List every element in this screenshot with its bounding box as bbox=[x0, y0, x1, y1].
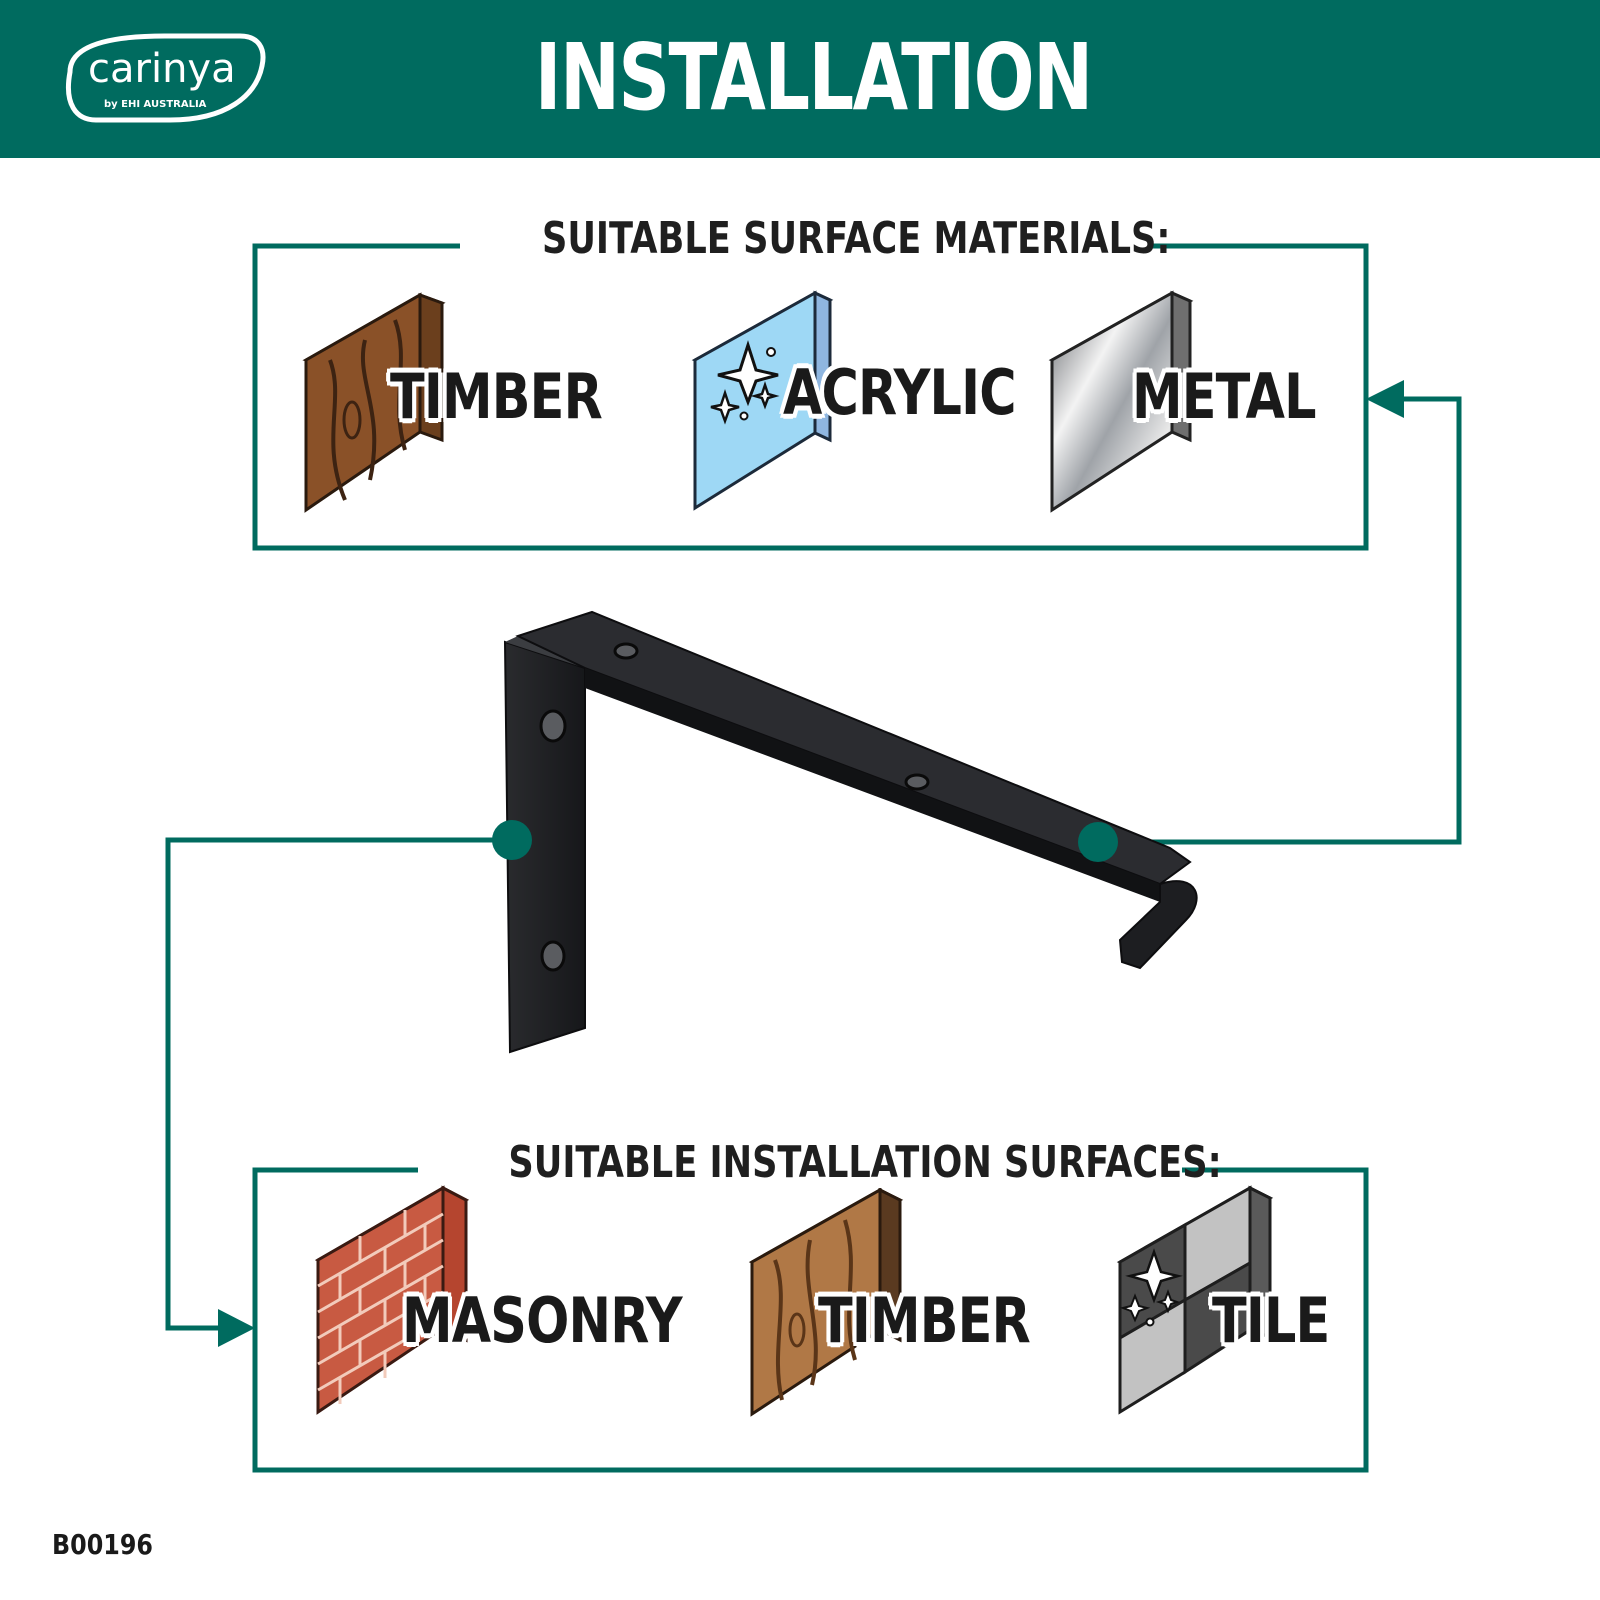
surface-label-masonry: MASONRY bbox=[402, 1284, 683, 1357]
arrowhead-materials bbox=[1366, 380, 1404, 418]
logo-subtext: by EHI AUSTRALIA bbox=[104, 99, 207, 110]
material-label-acrylic: ACRYLIC bbox=[783, 356, 1017, 429]
materials-heading: SUITABLE SURFACE MATERIALS: bbox=[530, 214, 1170, 264]
connector-dot-leg bbox=[492, 820, 532, 860]
surface-label-timber: TIMBER bbox=[818, 1284, 1031, 1357]
product-code: B00196 bbox=[52, 1528, 153, 1561]
shelf-bracket-image bbox=[503, 610, 1198, 1054]
logo-badge bbox=[66, 33, 266, 123]
connector-dot-arm bbox=[1078, 822, 1118, 862]
material-label-metal: METAL bbox=[1132, 360, 1317, 433]
tile-wall-icon bbox=[1116, 1185, 1274, 1415]
page-title: INSTALLATION bbox=[534, 24, 1093, 131]
logo-wordmark: carinya bbox=[88, 46, 236, 92]
surfaces-heading: SUITABLE INSTALLATION SURFACES: bbox=[497, 1138, 1222, 1188]
materials-frame bbox=[252, 243, 1369, 551]
timber-board-icon bbox=[302, 292, 446, 513]
header-banner: carinya by EHI AUSTRALIA INSTALLATION bbox=[0, 0, 1600, 158]
arrowhead-surfaces bbox=[218, 1309, 255, 1347]
metal-sheet-icon bbox=[1048, 290, 1194, 513]
connector-to-surfaces bbox=[165, 837, 512, 1331]
brick-wall-icon bbox=[314, 1185, 470, 1415]
acrylic-panel-icon bbox=[691, 290, 834, 511]
timber-wall-icon bbox=[748, 1187, 904, 1417]
surface-label-tile: TILE bbox=[1212, 1284, 1330, 1357]
connector-to-materials bbox=[1098, 396, 1462, 845]
material-label-timber: TIMBER bbox=[390, 360, 603, 433]
surfaces-frame bbox=[252, 1167, 1369, 1473]
